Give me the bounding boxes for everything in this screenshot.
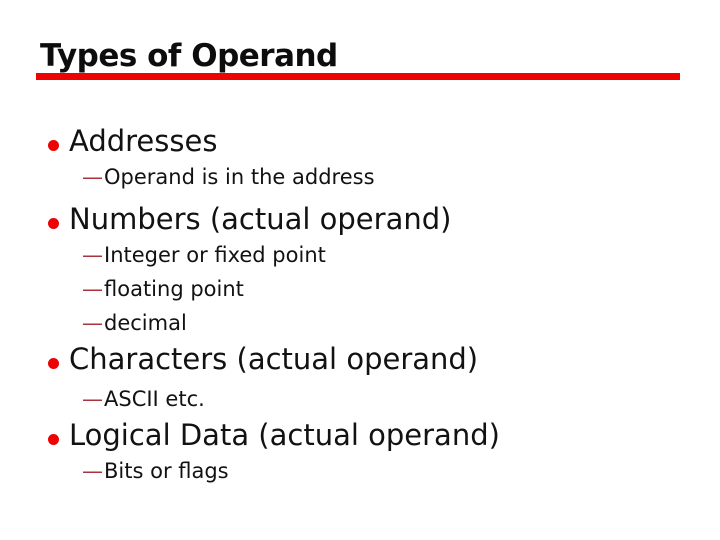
bullet-item-addresses: Addresses <box>46 122 696 160</box>
bullet-dot-icon <box>48 140 59 151</box>
sub-bullet-label: ASCII etc. <box>104 387 205 411</box>
dash-bullet-icon: — <box>82 459 103 483</box>
sub-bullet-item: — floating point <box>46 272 696 306</box>
dash-bullet-icon: — <box>82 311 103 335</box>
bullet-label: Logical Data (actual operand) <box>69 418 500 452</box>
sub-bullet-label: Operand is in the address <box>104 165 375 189</box>
sub-bullet-item: — Operand is in the address <box>46 160 696 194</box>
bullet-label: Numbers (actual operand) <box>69 202 452 236</box>
slide-title: Types of Operand <box>40 38 338 74</box>
sub-bullet-item: — Integer or fixed point <box>46 238 696 272</box>
bullet-dot-icon <box>48 434 59 445</box>
dash-bullet-icon: — <box>82 165 103 189</box>
bullet-dot-icon <box>48 358 59 369</box>
sub-bullet-item: — Bits or flags <box>46 454 696 488</box>
dash-bullet-icon: — <box>82 277 103 301</box>
slide-body: Addresses — Operand is in the address Nu… <box>46 122 696 488</box>
bullet-item-characters: Characters (actual operand) <box>46 340 696 378</box>
sub-bullet-label: Integer or fixed point <box>104 243 326 267</box>
sub-bullet-label: decimal <box>104 311 187 335</box>
sub-bullet-item: — decimal <box>46 306 696 340</box>
sub-bullet-label: Bits or flags <box>104 459 229 483</box>
bullet-item-logical-data: Logical Data (actual operand) <box>46 416 696 454</box>
dash-bullet-icon: — <box>82 243 103 267</box>
bullet-item-numbers: Numbers (actual operand) <box>46 200 696 238</box>
bullet-dot-icon <box>48 218 59 229</box>
dash-bullet-icon: — <box>82 387 103 411</box>
title-underline-rule <box>36 73 680 80</box>
sub-bullet-item: — ASCII etc. <box>46 382 696 416</box>
sub-bullet-label: floating point <box>104 277 244 301</box>
bullet-label: Characters (actual operand) <box>69 342 479 376</box>
bullet-label: Addresses <box>69 124 218 158</box>
